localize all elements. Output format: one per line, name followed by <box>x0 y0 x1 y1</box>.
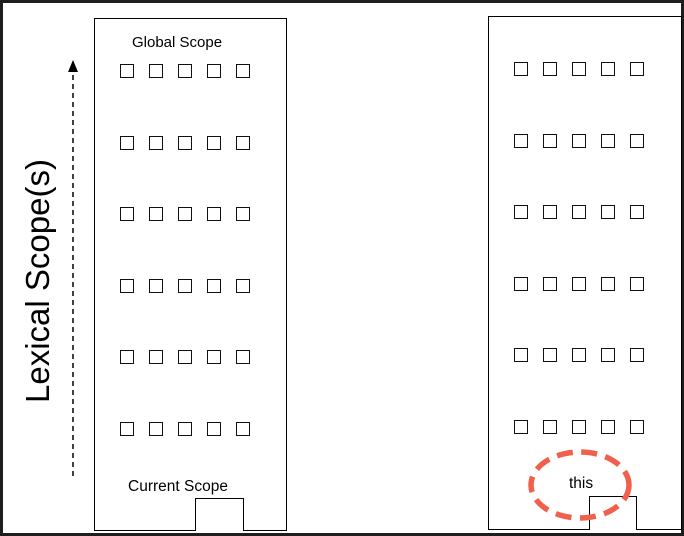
left-window <box>120 135 134 150</box>
left-window <box>149 135 163 150</box>
right-window <box>514 133 528 148</box>
right-window <box>572 419 586 434</box>
left-window <box>120 350 134 364</box>
left-window <box>178 421 192 436</box>
right-window <box>601 205 615 219</box>
right-window <box>543 133 557 148</box>
left-window <box>120 278 134 293</box>
left-window <box>149 421 163 436</box>
left-window-row <box>120 421 250 436</box>
right-window <box>572 133 586 148</box>
right-window <box>543 419 557 434</box>
right-window <box>601 133 615 148</box>
right-window-row <box>514 419 644 434</box>
left-window <box>236 207 250 221</box>
left-window <box>207 207 221 221</box>
right-window-row <box>514 133 644 148</box>
right-window <box>514 62 528 76</box>
left-window <box>207 64 221 78</box>
right-window <box>572 205 586 219</box>
left-window <box>236 421 250 436</box>
left-window <box>207 135 221 150</box>
left-window <box>236 350 250 364</box>
right-window <box>601 348 615 362</box>
right-window-row <box>514 276 644 291</box>
current-scope-label: Current Scope <box>128 478 228 495</box>
right-window <box>572 62 586 76</box>
left-window <box>236 64 250 78</box>
left-window-row <box>120 278 250 293</box>
right-window-row <box>514 348 644 362</box>
left-window-row <box>120 350 250 364</box>
left-window-row <box>120 207 250 221</box>
right-window <box>572 276 586 291</box>
right-window-row <box>514 205 644 219</box>
left-window <box>207 350 221 364</box>
upward-arrow-icon <box>68 60 78 476</box>
left-window <box>236 278 250 293</box>
left-window <box>207 421 221 436</box>
left-window <box>178 278 192 293</box>
left-window <box>207 278 221 293</box>
this-highlight-ellipse <box>528 449 632 521</box>
right-window <box>630 419 644 434</box>
left-window <box>120 207 134 221</box>
left-scope-building <box>94 18 287 531</box>
left-window <box>149 278 163 293</box>
right-window-row <box>514 62 644 76</box>
right-scope-building <box>488 16 682 530</box>
left-window <box>149 207 163 221</box>
right-window <box>630 348 644 362</box>
left-window <box>120 64 134 78</box>
left-window <box>236 135 250 150</box>
right-window <box>572 348 586 362</box>
right-window <box>514 205 528 219</box>
right-window <box>543 348 557 362</box>
global-scope-label: Global Scope <box>132 34 223 51</box>
left-window <box>178 135 192 150</box>
right-window <box>601 62 615 76</box>
right-window <box>543 62 557 76</box>
right-window <box>630 205 644 219</box>
left-window <box>149 350 163 364</box>
right-window <box>630 276 644 291</box>
this-label: this <box>569 475 594 492</box>
left-window-row <box>120 64 250 78</box>
lexical-scopes-axis-label: Lexical Scope(s) <box>19 159 56 403</box>
left-window <box>178 350 192 364</box>
right-window <box>601 276 615 291</box>
right-window <box>630 62 644 76</box>
right-window <box>601 419 615 434</box>
right-window <box>514 276 528 291</box>
right-window <box>543 205 557 219</box>
left-window <box>178 207 192 221</box>
left-window-row <box>120 135 250 150</box>
left-window <box>149 64 163 78</box>
left-building-door <box>195 498 244 531</box>
left-window <box>178 64 192 78</box>
right-window <box>514 419 528 434</box>
right-building-door <box>589 496 637 530</box>
left-window <box>120 421 134 436</box>
right-window <box>514 348 528 362</box>
right-window <box>543 276 557 291</box>
right-window <box>630 133 644 148</box>
